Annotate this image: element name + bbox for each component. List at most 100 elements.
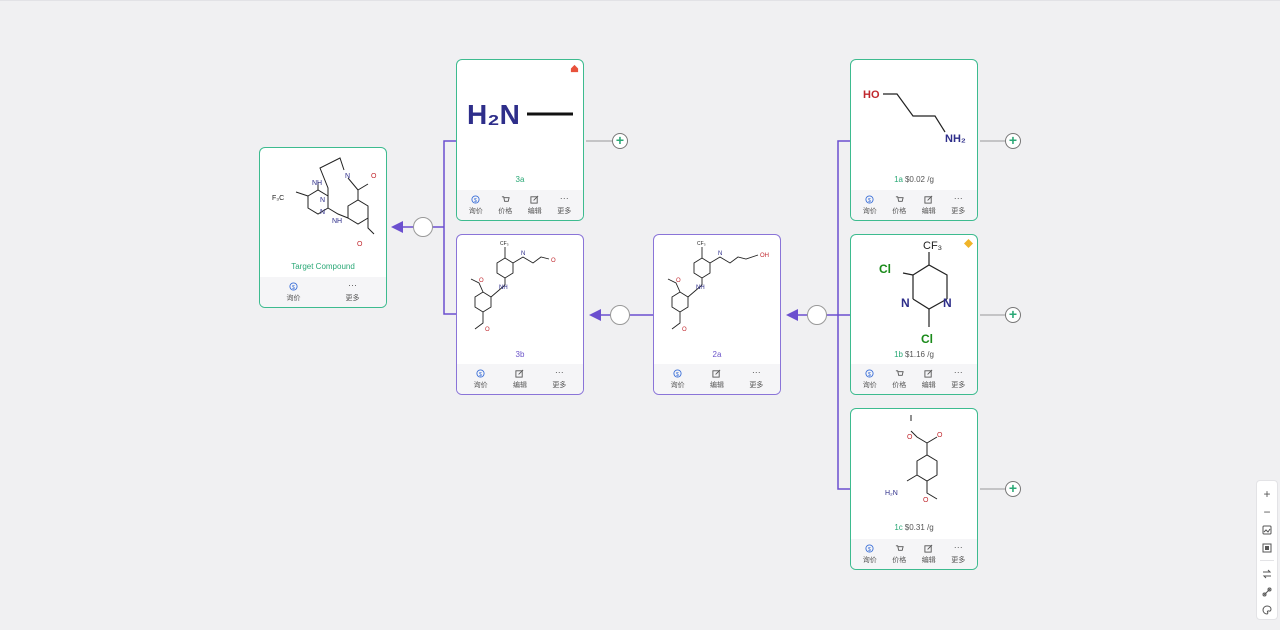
structure-3a: H₂N [467,99,573,130]
svg-text:$: $ [868,371,871,377]
warning-icon [964,239,973,248]
o-label-1: O [907,434,913,441]
nh-label: NH [696,285,705,291]
quote-button[interactable]: $询价 [671,368,685,390]
compound-card-1a[interactable]: HO NH₂ 1a$0.02 /g $询价 价格 编辑 ···更多 [850,59,978,221]
expand-1a-button[interactable]: + [1005,133,1021,149]
structure-1b: CF₃ Cl N N Cl [879,240,952,346]
quote-button[interactable]: $询价 [863,368,877,390]
quote-icon: $ [476,368,485,377]
cf3-label: CF₃ [500,241,509,247]
n-label-2: N [943,296,952,310]
actions-1b: $询价 价格 编辑 ···更多 [851,364,977,394]
compound-card-2a[interactable]: NH N CF₃ OH O O 2a $询价 编辑 ···更多 [653,234,781,395]
n-label: N [521,251,525,257]
fit-view-button[interactable] [1259,540,1275,556]
o-label-2: O [937,432,943,439]
quote-icon: $ [865,543,874,552]
more-button[interactable]: ···更多 [951,366,966,389]
edit-button[interactable]: 编辑 [528,195,542,216]
price-button[interactable]: 价格 [892,195,906,216]
quote-icon: $ [289,281,298,290]
target-compound-card[interactable]: NH NH N N N F₃C O O Target Compound $ 询价… [259,147,387,308]
reaction-node-2a[interactable] [807,305,827,325]
nh-label: NH [499,285,508,291]
edit-icon [530,195,539,204]
edit-icon [924,195,933,204]
caption-1c: 1c$0.31 /g [894,523,934,532]
more-button[interactable]: ···更多 [951,192,966,215]
quote-button[interactable]: $询价 [863,194,877,216]
nh2-label: NH₂ [945,133,966,145]
edit-button[interactable]: 编辑 [922,544,936,565]
more-button[interactable]: ···更多 [951,541,966,564]
more-icon: ··· [348,279,357,290]
link-button[interactable] [1259,584,1275,600]
price-button[interactable]: 价格 [892,369,906,390]
actions-3a: $询价 价格 编辑 ···更多 [457,190,583,220]
svg-text:$: $ [479,371,482,377]
image-icon [1262,525,1272,535]
o-label-3: O [485,327,490,333]
fit-icon [1262,543,1272,552]
edit-button[interactable]: 编辑 [513,369,527,390]
caption-2a: 2a [712,350,722,359]
f3c-label: F₃C [272,195,284,202]
zoom-out-button[interactable]: − [1263,504,1271,519]
home-icon [570,64,579,73]
structure-3b: NH N CF₃ O O O [470,241,556,333]
price-button[interactable]: 价格 [892,544,906,565]
reaction-node-3b[interactable] [610,305,630,325]
swap-layout-button[interactable] [1259,566,1275,582]
edit-button[interactable]: 编辑 [710,369,724,390]
structure-1a: HO NH₂ [863,89,966,145]
n-label-1: N [320,197,325,204]
o-label-1: O [371,173,377,180]
n-label: N [718,251,722,257]
compound-card-1b[interactable]: CF₃ Cl N N Cl 1b$1.16 /g $询价 价格 编辑 ···更多 [850,234,978,395]
more-icon: ··· [554,366,564,377]
cf3-label: CF₃ [697,241,706,247]
image-export-button[interactable] [1259,522,1275,538]
caption-1a: 1a$0.02 /g [894,175,934,184]
more-button[interactable]: ···更多 [557,192,572,215]
cart-icon [501,195,510,202]
reaction-node-target[interactable] [413,217,433,237]
compound-card-3a[interactable]: H₂N 3a $询价 价格 编辑 ···更多 [456,59,584,221]
more-icon: ··· [953,541,963,552]
cart-icon [895,195,904,202]
cart-icon [895,544,904,551]
svg-text:$: $ [868,546,871,552]
quote-button[interactable]: $询价 [469,194,483,216]
svg-text:$: $ [474,197,477,203]
compound-card-3b[interactable]: NH N CF₃ O O O 3b $询价 编辑 ···更多 [456,234,584,395]
quote-icon: $ [471,194,480,203]
caption-1b: 1b$1.16 /g [894,350,934,359]
compound-card-1c[interactable]: O O O H₂N 1c$0.31 /g $询价 价格 编辑 ···更多 [850,408,978,570]
cart-icon [895,369,904,376]
price-button[interactable]: 价格 [498,195,512,216]
expand-1b-button[interactable]: + [1005,307,1021,323]
link-icon [1262,587,1272,597]
more-button[interactable]: ···更多 [749,366,764,389]
edit-button[interactable]: 编辑 [922,369,936,390]
more-button[interactable]: ···更多 [552,366,567,389]
palette-button[interactable] [1259,602,1275,618]
edit-icon [712,369,721,378]
swap-icon [1262,569,1272,579]
actions-1c: $询价 价格 编辑 ···更多 [851,539,977,569]
expand-1c-button[interactable]: + [1005,481,1021,497]
target-caption: Target Compound [260,262,386,271]
more-button[interactable]: ··· 更多 [345,279,360,302]
zoom-in-button[interactable]: + [1263,486,1271,501]
edit-icon [515,369,524,378]
expand-3a-button[interactable]: + [612,133,628,149]
o-label-2: O [479,278,484,284]
quote-button[interactable]: $询价 [863,543,877,565]
cf3-label: CF₃ [923,240,942,252]
toolbar-divider [1260,560,1274,562]
edit-button[interactable]: 编辑 [922,195,936,216]
quote-button[interactable]: $ 询价 [287,281,301,303]
quote-button[interactable]: $询价 [474,368,488,390]
